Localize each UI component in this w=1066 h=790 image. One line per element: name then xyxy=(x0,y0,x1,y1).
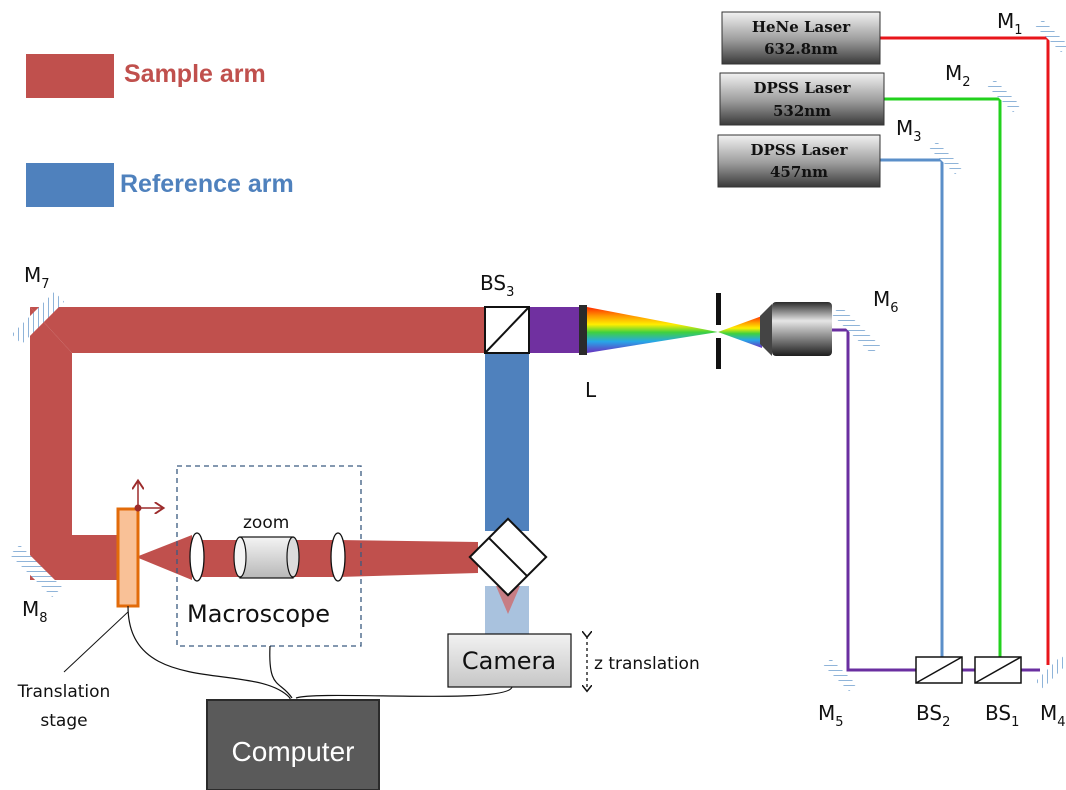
legend-reference-label: Reference arm xyxy=(120,170,294,198)
laser-532-wavelength: 532nm xyxy=(773,102,831,120)
macroscope-lens-1 xyxy=(189,532,205,582)
macroscope-box xyxy=(176,465,362,647)
bs1-label: BS1 xyxy=(985,701,1019,730)
m4-label: M4 xyxy=(1040,701,1066,730)
laser-532-name: DPSS Laser xyxy=(753,79,851,97)
stage-pivot xyxy=(134,504,142,512)
sample-holder xyxy=(116,507,140,608)
legend-sample-label: Sample arm xyxy=(124,60,266,88)
translation-stage-label-1: Translation xyxy=(17,682,111,702)
camera-label: Camera xyxy=(462,647,556,675)
laser-hene-wavelength: 632.8nm xyxy=(764,40,838,58)
beamsplitter-bs2 xyxy=(915,656,963,684)
beamsplitter-bs1 xyxy=(974,656,1022,684)
mirror-m1 xyxy=(1035,19,1066,53)
bs2-label: BS2 xyxy=(916,701,950,730)
spectral-cone-right xyxy=(718,316,762,348)
mirror-m8 xyxy=(9,544,63,598)
beamsplitter-camera xyxy=(468,517,548,597)
mirror-m6 xyxy=(831,305,881,355)
zoom-lens xyxy=(233,536,300,579)
m7-label: M7 xyxy=(24,263,50,292)
laser-457-wavelength: 457nm xyxy=(770,163,828,181)
dpss457-beam xyxy=(880,158,944,668)
mirror-m3 xyxy=(929,141,963,175)
z-translation-label: z translation xyxy=(594,654,700,674)
lens-l-body xyxy=(579,305,587,355)
combined-thin-beam xyxy=(832,328,1040,672)
m1-label: M1 xyxy=(997,9,1023,38)
mirror-m2 xyxy=(987,79,1021,113)
combined-beam xyxy=(529,307,579,353)
m5-label: M5 xyxy=(818,701,844,730)
cables xyxy=(127,605,513,700)
mirror-m5 xyxy=(823,658,857,692)
m8-label: M8 xyxy=(22,597,48,626)
legend-reference-swatch xyxy=(26,163,114,207)
m2-label: M2 xyxy=(945,61,971,90)
laser-hene: HeNe Laser 632.8nm xyxy=(721,11,881,65)
laser-dpss-532: DPSS Laser 532nm xyxy=(719,72,885,126)
legend-sample-swatch xyxy=(26,54,114,98)
objective-tip xyxy=(760,304,772,356)
lens-label: L xyxy=(585,378,597,402)
mirror-m4 xyxy=(1035,655,1066,689)
bs3-label: BS3 xyxy=(480,271,514,300)
m3-label: M3 xyxy=(896,116,922,145)
spectral-cone-left xyxy=(587,307,718,353)
beamsplitter-bs3 xyxy=(484,306,530,354)
reference-arm-beam xyxy=(485,353,529,531)
translation-stage-label-2: stage xyxy=(40,711,87,731)
stage-pointer xyxy=(63,611,129,673)
m6-label: M6 xyxy=(873,287,899,316)
laser-hene-name: HeNe Laser xyxy=(752,18,851,36)
camera-box xyxy=(447,633,572,688)
pinhole-upper xyxy=(716,293,721,325)
pinhole-lower xyxy=(716,338,721,369)
sample-return-cone xyxy=(496,586,520,614)
computer-label: Computer xyxy=(232,736,355,767)
objective-lens xyxy=(772,302,832,356)
laser-457-name: DPSS Laser xyxy=(750,141,848,159)
laser-dpss-457: DPSS Laser 457nm xyxy=(717,134,881,188)
zoom-label: zoom xyxy=(243,513,289,533)
computer-box xyxy=(206,699,380,790)
macroscope-lens-2 xyxy=(330,532,346,582)
mirror-m7 xyxy=(11,291,65,345)
macroscope-label: Macroscope xyxy=(187,600,330,628)
